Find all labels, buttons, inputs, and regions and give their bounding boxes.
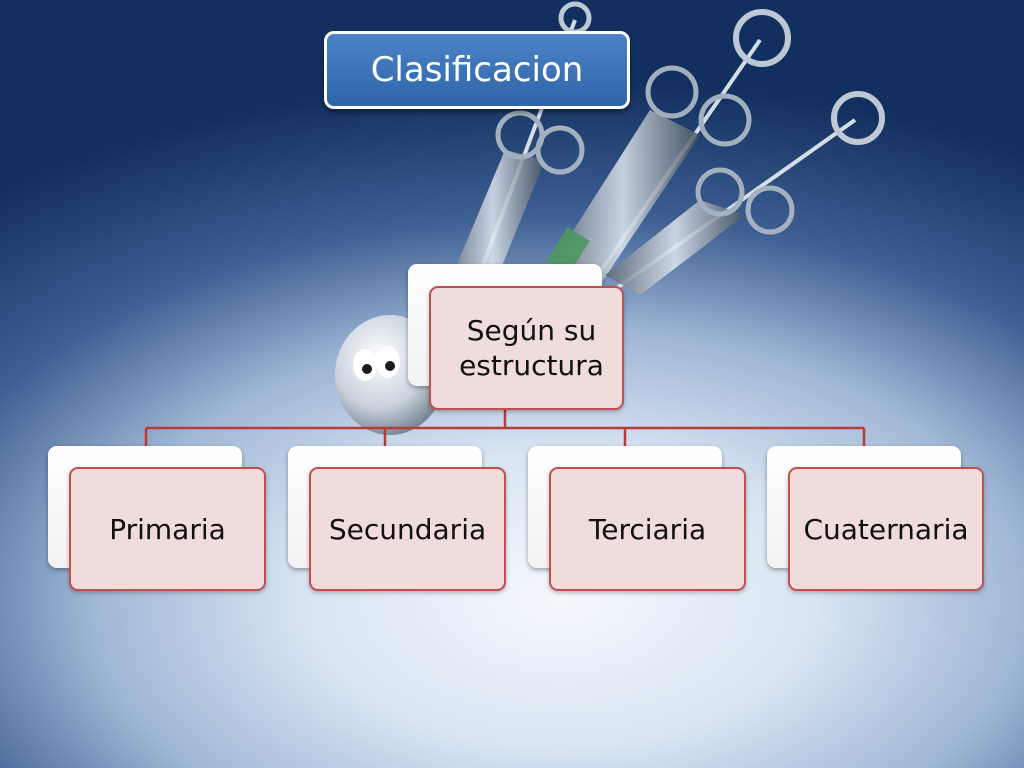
child-node-cuaternaria: Cuaternaria (788, 467, 984, 591)
child-node-secundaria: Secundaria (309, 467, 506, 591)
child-node-label: Terciaria (588, 512, 707, 546)
root-node: Según su estructura (429, 286, 624, 410)
child-node-label: Cuaternaria (803, 512, 969, 546)
child-node-label: Secundaria (328, 512, 487, 546)
child-node-primaria: Primaria (69, 467, 266, 591)
child-node-terciaria: Terciaria (549, 467, 746, 591)
child-node-label: Primaria (109, 512, 226, 546)
syringe-illustration-middle (545, 9, 791, 332)
diagram-title: Clasificacion (324, 31, 630, 109)
diagram-title-text: Clasificacion (370, 50, 584, 90)
root-node-label: Según su estructura (459, 314, 604, 382)
syringe-illustration-right (598, 91, 885, 302)
